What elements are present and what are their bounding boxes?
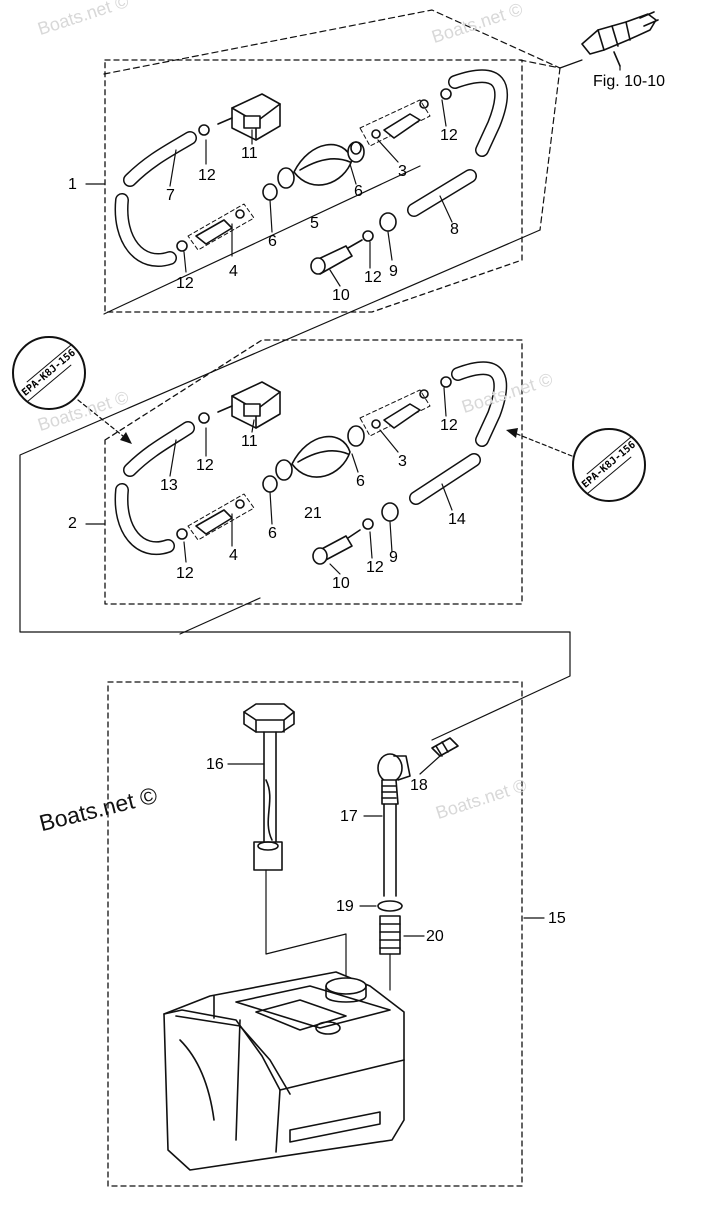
callout-7: 7 <box>166 187 175 204</box>
leader-lines <box>85 65 621 937</box>
box-2 <box>104 339 523 605</box>
callout-20: 20 <box>426 928 444 945</box>
callout-4: 4 <box>229 263 238 280</box>
callout-13: 13 <box>160 477 178 494</box>
figure-reference: Fig. 10-10 <box>593 73 666 90</box>
callout-12: 12 <box>440 127 458 144</box>
callout-10: 10 <box>332 287 350 304</box>
callout-12: 12 <box>364 269 382 286</box>
callout-21: 21 <box>304 505 322 522</box>
callout-9: 9 <box>389 549 398 566</box>
callout-12: 12 <box>176 565 194 582</box>
callout-10: 10 <box>332 575 350 592</box>
callout-12: 12 <box>176 275 194 292</box>
callout-17: 17 <box>340 808 358 825</box>
callout-14: 14 <box>448 511 466 528</box>
callout-12: 12 <box>198 167 216 184</box>
callout-1: 1 <box>68 176 77 193</box>
assembly-1-parts <box>114 69 509 275</box>
stamp-text: EPA-K8J-156 <box>580 439 638 491</box>
callout-6: 6 <box>354 183 363 200</box>
callout-11: 11 <box>241 145 258 162</box>
epa-stamp-right: EPA-K8J-156 <box>572 428 646 502</box>
callout-6: 6 <box>268 233 277 250</box>
tank-assembly-parts <box>163 703 459 1171</box>
callout-3: 3 <box>398 453 407 470</box>
callout-3: 3 <box>398 163 407 180</box>
callout-18: 18 <box>410 777 428 794</box>
callout-6: 6 <box>268 525 277 542</box>
callout-12: 12 <box>366 559 384 576</box>
callout-11: 11 <box>241 433 258 450</box>
stamp-arrows <box>77 399 573 457</box>
assembly-guide-lines <box>103 9 561 231</box>
box-15 <box>107 681 523 1187</box>
callout-16: 16 <box>206 756 224 773</box>
epa-stamp-left: EPA-K8J-156 <box>12 336 86 410</box>
stamp-text: EPA-K8J-156 <box>20 347 78 399</box>
connector-part <box>581 11 659 67</box>
arrow-heads <box>120 428 518 444</box>
callout-5: 5 <box>310 215 319 232</box>
callout-2: 2 <box>68 515 77 532</box>
callout-12: 12 <box>440 417 458 434</box>
assembly-2-parts <box>114 361 508 565</box>
box-1 <box>104 59 523 313</box>
callout-8: 8 <box>450 221 459 238</box>
callout-15: 15 <box>548 910 566 927</box>
callout-9: 9 <box>389 263 398 280</box>
callout-6: 6 <box>356 473 365 490</box>
callout-12: 12 <box>196 457 214 474</box>
callout-19: 19 <box>336 898 354 915</box>
callout-4: 4 <box>229 547 238 564</box>
